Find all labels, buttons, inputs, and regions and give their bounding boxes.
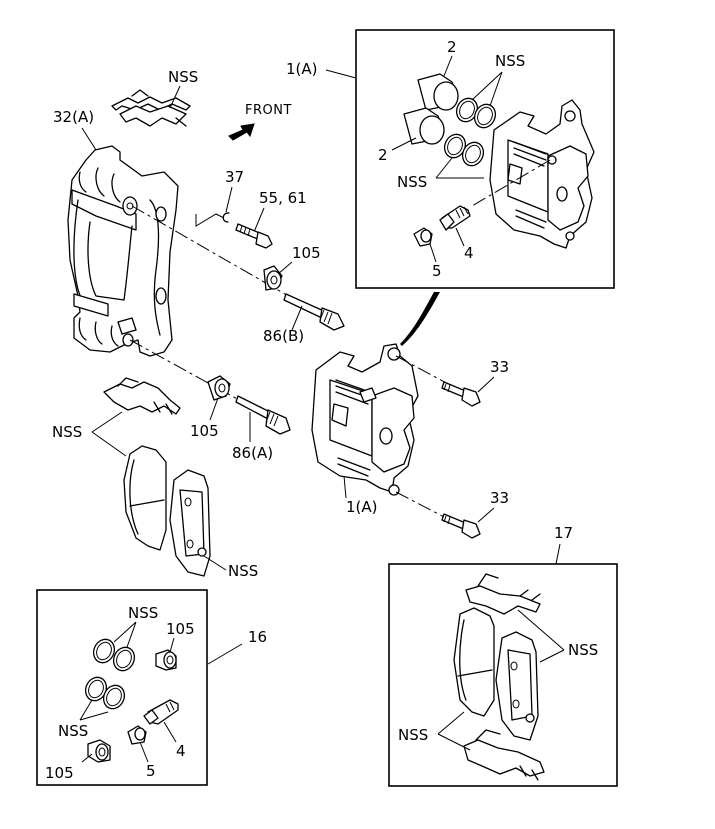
- front-direction-label: FRONT: [245, 103, 292, 118]
- brake-pad-outer: [169, 469, 211, 577]
- leader-line: [437, 711, 471, 751]
- pad-kit-clips-nss-label: NSS: [398, 726, 428, 744]
- pad-shim-nss-label: NSS: [228, 562, 258, 580]
- seal-kit-bushing-lower: [87, 739, 111, 763]
- leader-line: [325, 69, 357, 79]
- pad-kit-ref-label: 17: [554, 524, 573, 542]
- leader-line: [169, 637, 175, 653]
- leader-line: [277, 261, 293, 275]
- inset-pointer: [400, 292, 440, 346]
- leader-line: [163, 721, 177, 743]
- axis-line-upper: [131, 205, 331, 321]
- seal-kit-bleeder-cap: [127, 725, 147, 745]
- leader-line: [343, 475, 347, 499]
- leader-line: [225, 186, 233, 213]
- leader-line: [81, 753, 93, 763]
- pad-anti-rattle-clip: [103, 377, 181, 415]
- leader-line: [139, 741, 149, 763]
- leader-line: [443, 55, 453, 77]
- leader-line: [169, 85, 181, 109]
- bolt-55-61: [235, 223, 273, 249]
- leader-line: [291, 305, 303, 331]
- guide-pin-86a: [235, 395, 291, 435]
- cap-label: 5: [432, 262, 442, 280]
- brake-caliper: [311, 343, 419, 496]
- bleeder-cap: [413, 227, 433, 247]
- bushing-upper: [263, 265, 283, 291]
- leader-line: [113, 621, 137, 651]
- bleeder-screw: [439, 205, 471, 231]
- pin-86a-label: 86(A): [232, 444, 273, 462]
- seal-kit-ref-label: 16: [248, 628, 267, 646]
- pad-kit-pad-inner: [453, 607, 495, 717]
- seal-kit-bleeder-label: 4: [176, 742, 186, 760]
- bolt-55-61-label: 55, 61: [259, 189, 307, 207]
- seal-kit-cap-label: 5: [146, 762, 156, 780]
- seal-kit-seals-lower: [84, 676, 126, 710]
- bracket-anti-rattle-clip: [111, 89, 191, 127]
- pads-clip-nss-label: NSS: [52, 423, 82, 441]
- bolt-33-lower: [441, 513, 481, 539]
- seal-kit-seals-upper-nss-label: NSS: [128, 604, 158, 622]
- leader-line: [81, 127, 97, 151]
- clip-37-label: 37: [225, 168, 244, 186]
- bolt-33-lower-label: 33: [490, 489, 509, 507]
- inset-caliper-body: [489, 99, 595, 249]
- inset-caliper-ref-label: 1(A): [286, 60, 318, 78]
- piston-seals-lower: [443, 133, 485, 167]
- bleeder-label: 4: [464, 244, 474, 262]
- bracket-clip-nss-label: NSS: [168, 68, 198, 86]
- pad-kit-clip-upper: [465, 573, 541, 615]
- piston-upper-label: 2: [447, 38, 457, 56]
- leader-line: [207, 643, 243, 665]
- piston-lower: [403, 107, 445, 145]
- leader-line: [435, 157, 484, 179]
- brake-pad-inner: [123, 445, 167, 551]
- leader-line: [391, 137, 417, 151]
- piston-seals-upper: [455, 97, 497, 129]
- retaining-clip: [222, 212, 230, 223]
- caliper-bracket: [67, 145, 179, 357]
- piston-lower-label: 2: [378, 146, 388, 164]
- guide-pin-86b: [283, 293, 345, 331]
- bracket-label: 32(A): [53, 108, 94, 126]
- seal-kit-bushing-upper-label: 105: [166, 620, 195, 638]
- leader-line: [477, 507, 495, 523]
- leader-line: [517, 609, 565, 663]
- bushing-upper-label: 105: [292, 244, 321, 262]
- pin-86b-label: 86(B): [263, 327, 304, 345]
- seal-kit-seals-upper: [92, 638, 136, 672]
- leader-line: [203, 555, 227, 571]
- leader-line: [91, 411, 127, 457]
- leader-line: [455, 227, 465, 247]
- leader-line: [79, 699, 109, 721]
- bolt-33-upper: [441, 381, 481, 407]
- leader-line: [477, 376, 495, 393]
- clip-axis-jog: [195, 213, 225, 227]
- axis-line-bolt-lower: [395, 491, 451, 521]
- leader-line: [253, 207, 265, 233]
- pad-kit-pad-outer: [495, 631, 539, 741]
- pad-kit-pads-nss-label: NSS: [568, 641, 598, 659]
- seal-kit-seals-lower-nss-label: NSS: [58, 722, 88, 740]
- caliper-main-label: 1(A): [346, 498, 378, 516]
- seals-upper-nss-label: NSS: [495, 52, 525, 70]
- leader-line: [555, 543, 561, 565]
- bushing-lower: [207, 375, 231, 401]
- axis-line-bolt-upper: [395, 355, 453, 387]
- seal-kit-bushing-upper: [155, 649, 177, 671]
- seal-kit-bleeder-screw: [143, 699, 179, 725]
- pad-kit-clip-lower: [463, 729, 545, 781]
- bushing-lower-label: 105: [190, 422, 219, 440]
- leader-line: [209, 397, 219, 421]
- bolt-33-upper-label: 33: [490, 358, 509, 376]
- seals-lower-nss-label: NSS: [397, 173, 427, 191]
- leader-line: [471, 71, 503, 107]
- arrow-up-right-icon: [228, 123, 255, 141]
- leader-line: [429, 243, 437, 263]
- piston-upper: [417, 73, 459, 111]
- seal-kit-bushing-lower-label: 105: [45, 764, 74, 782]
- axis-line-bleeder: [471, 159, 551, 207]
